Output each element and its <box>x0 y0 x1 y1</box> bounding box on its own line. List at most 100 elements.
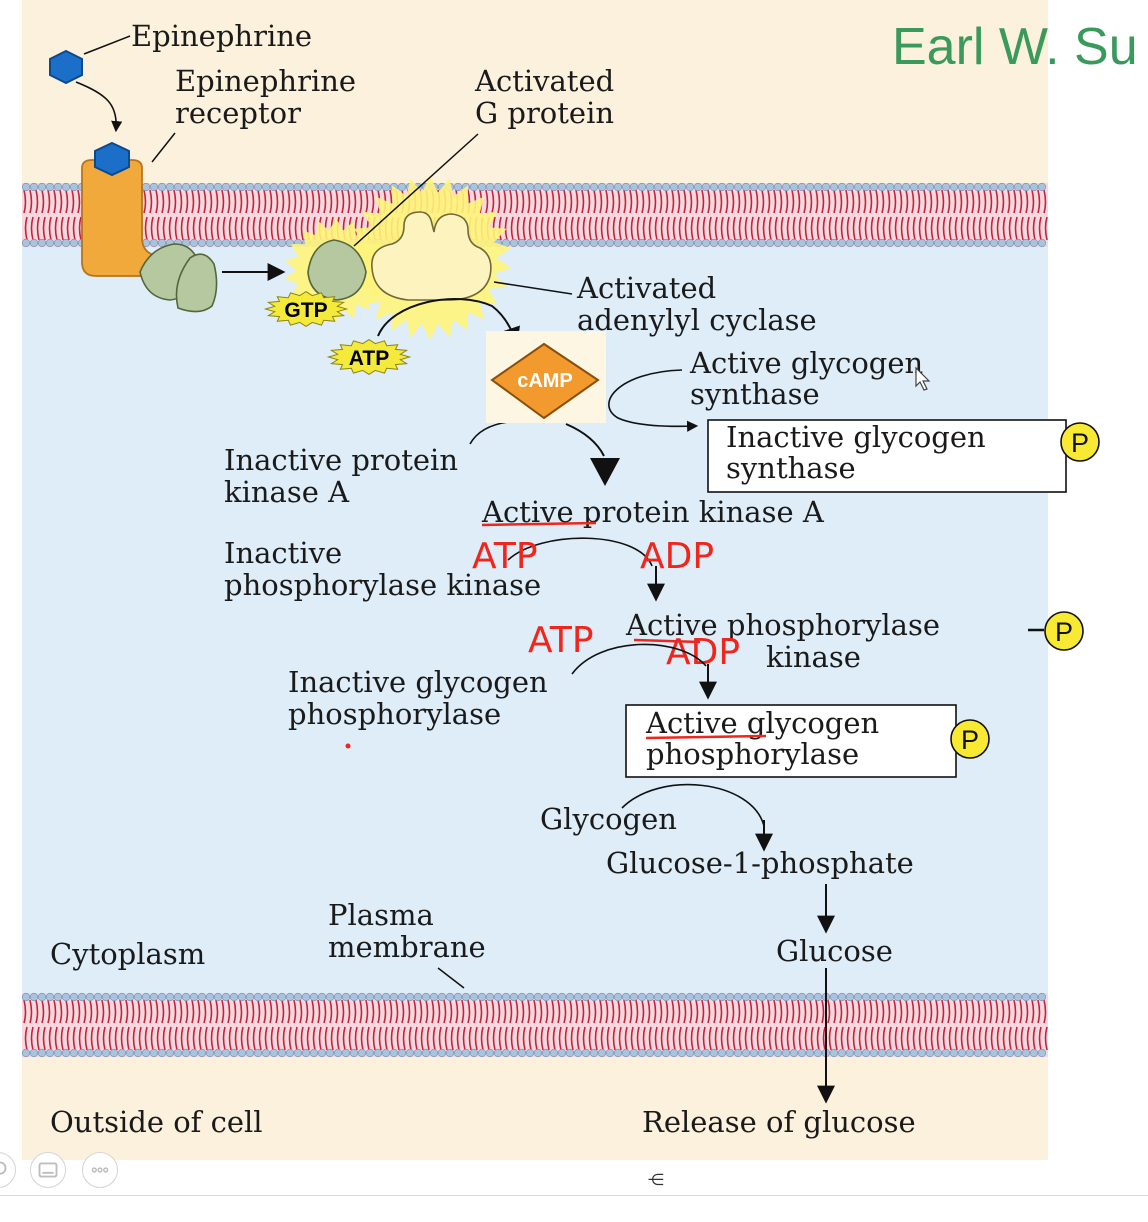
lipid-head <box>501 182 511 192</box>
lipid-head <box>765 182 775 192</box>
lipid-head <box>485 992 495 1002</box>
plasma-membrane-bottom <box>21 992 1048 1058</box>
lipid-head <box>317 182 327 192</box>
lipid-head <box>349 1048 359 1058</box>
lipid-head <box>669 992 679 1002</box>
lipid-head <box>197 238 207 248</box>
lipid-head <box>781 238 791 248</box>
lipid-head <box>853 1048 863 1058</box>
lipid-head <box>693 182 703 192</box>
lipid-head <box>309 1048 319 1058</box>
player-cc-glyph[interactable]: ⋲ <box>648 1170 664 1189</box>
lipid-head <box>461 992 471 1002</box>
lipid-head <box>341 992 351 1002</box>
lipid-head <box>101 992 111 1002</box>
lipid-head <box>653 992 663 1002</box>
lipid-head <box>549 1048 559 1058</box>
lipid-head <box>733 1048 743 1058</box>
lipid-head <box>253 1048 263 1058</box>
lipid-head <box>573 238 583 248</box>
lipid-head <box>301 1048 311 1058</box>
lipid-head <box>213 182 223 192</box>
lipid-head <box>285 992 295 1002</box>
lipid-head <box>797 182 807 192</box>
lipid-head <box>509 182 519 192</box>
lipid-heads-outer <box>21 992 1047 1002</box>
lipid-head <box>61 182 71 192</box>
lipid-head <box>781 182 791 192</box>
annotation-underline-gp <box>645 734 767 740</box>
lipid-head <box>589 182 599 192</box>
lipid-head <box>925 1048 935 1058</box>
lipid-head <box>261 1048 271 1058</box>
lipid-head <box>445 1048 455 1058</box>
lipid-head <box>277 1048 287 1058</box>
lipid-head <box>237 182 247 192</box>
lipid-head <box>149 238 159 248</box>
player-more-options-button[interactable] <box>82 1152 118 1188</box>
lipid-head <box>245 1048 255 1058</box>
lipid-head <box>237 1048 247 1058</box>
lipid-head <box>525 238 535 248</box>
phosphate-label-phk: P <box>1055 617 1073 647</box>
lipid-head <box>469 1048 479 1058</box>
epinephrine-molecule-icon <box>49 49 83 85</box>
lipid-head <box>429 1048 439 1058</box>
lipid-head <box>973 1048 983 1058</box>
lipid-head <box>37 1048 47 1058</box>
lipid-head <box>901 238 911 248</box>
label-epinephrine-receptor-2: receptor <box>175 96 301 130</box>
lipid-head <box>773 1048 783 1058</box>
lipid-head <box>189 238 199 248</box>
lipid-head <box>261 238 271 248</box>
lipid-head <box>997 182 1007 192</box>
lipid-head <box>805 182 815 192</box>
lipid-head <box>285 1048 295 1058</box>
lipid-head <box>725 182 735 192</box>
lipid-head <box>813 1048 823 1058</box>
annotation-red-dot <box>345 743 351 749</box>
lipid-head <box>629 238 639 248</box>
lipid-head <box>309 182 319 192</box>
lipid-head <box>589 992 599 1002</box>
lipid-head <box>109 992 119 1002</box>
lipid-head <box>453 182 463 192</box>
lipid-head <box>853 238 863 248</box>
lipid-head <box>381 1048 391 1058</box>
lipid-head <box>685 1048 695 1058</box>
lipid-head <box>989 992 999 1002</box>
lipid-head <box>357 1048 367 1058</box>
lipid-head <box>141 1048 151 1058</box>
camp-diamond-icon <box>490 342 600 420</box>
lipid-head <box>941 992 951 1002</box>
lipid-head <box>637 1048 647 1058</box>
lipid-head <box>213 992 223 1002</box>
lipid-head <box>205 992 215 1002</box>
lipid-head <box>381 992 391 1002</box>
lipid-head <box>445 992 455 1002</box>
lipid-head <box>645 1048 655 1058</box>
lipid-head <box>141 182 151 192</box>
lipid-head <box>669 182 679 192</box>
lipid-head <box>1021 992 1031 1002</box>
lipid-head <box>997 992 1007 1002</box>
lipid-head <box>373 992 383 1002</box>
lipid-head <box>557 182 567 192</box>
player-left-control-button[interactable] <box>0 1152 16 1188</box>
label-inactive-protein-kinase-a-1: Inactive protein <box>224 443 458 477</box>
lipid-head <box>253 992 263 1002</box>
lipid-head <box>861 1048 871 1058</box>
lipid-head <box>741 992 751 1002</box>
lipid-head <box>533 238 543 248</box>
lipid-head <box>37 992 47 1002</box>
label-inactive-glycogen-phosphorylase-2: phosphorylase <box>288 697 501 731</box>
lipid-head <box>333 182 343 192</box>
lipid-head <box>485 182 495 192</box>
lipid-head <box>917 238 927 248</box>
lipid-head <box>397 992 407 1002</box>
player-captions-button[interactable] <box>30 1152 66 1188</box>
lipid-head <box>597 1048 607 1058</box>
lipid-head <box>237 238 247 248</box>
lipid-head <box>773 182 783 192</box>
lipid-head <box>477 992 487 1002</box>
